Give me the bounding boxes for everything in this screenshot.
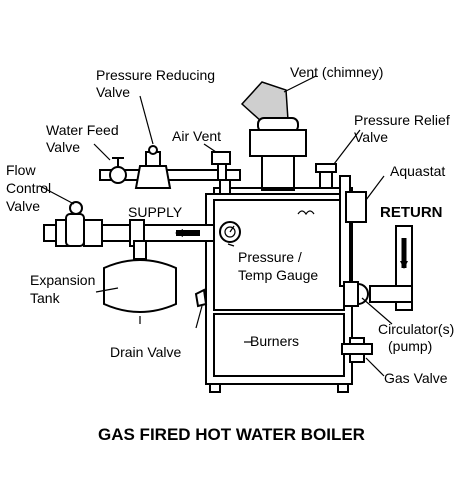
- leader-lines: [39, 75, 393, 377]
- label-expansion-tank-2: Tank: [30, 290, 61, 306]
- label-pressure-temp-gauge-1: Pressure /: [238, 249, 302, 265]
- chimney-vent: [240, 81, 307, 191]
- boiler-cabinet: [205, 187, 353, 393]
- label-supply: SUPPLY: [128, 204, 183, 220]
- expansion-tank: [103, 259, 177, 324]
- label-flow-control-valve-3: Valve: [6, 198, 40, 214]
- label-gas-valve: Gas Valve: [384, 370, 448, 386]
- label-pressure-relief-valve-2: Valve: [354, 129, 388, 145]
- labels: Pressure Reducing Valve Vent (chimney) W…: [6, 64, 454, 444]
- label-pressure-relief-valve-1: Pressure Relief: [354, 112, 450, 128]
- label-pressure-reducing-valve-1: Pressure Reducing: [96, 67, 215, 83]
- label-water-feed-valve-2: Valve: [46, 139, 80, 155]
- return-piping: [315, 163, 413, 363]
- label-drain-valve: Drain Valve: [110, 344, 182, 360]
- drain-valve: [194, 288, 208, 308]
- label-circulator-2: (pump): [388, 338, 432, 354]
- label-pressure-temp-gauge-2: Temp Gauge: [238, 267, 318, 283]
- label-burners: Burners: [250, 333, 299, 349]
- label-water-feed-valve-1: Water Feed: [46, 122, 119, 138]
- label-expansion-tank-1: Expansion: [30, 272, 95, 288]
- supply-piping: [43, 201, 215, 260]
- diagram-title: GAS FIRED HOT WATER BOILER: [98, 425, 365, 444]
- pressure-temp-gauge: [219, 221, 241, 243]
- label-flow-control-valve-2: Control: [6, 180, 51, 196]
- label-return: RETURN: [380, 204, 443, 221]
- label-flow-control-valve-1: Flow: [6, 162, 36, 178]
- label-air-vent: Air Vent: [172, 128, 221, 144]
- label-vent-chimney: Vent (chimney): [290, 64, 383, 80]
- label-aquastat: Aquastat: [390, 163, 445, 179]
- feed-line: [99, 145, 241, 195]
- label-pressure-reducing-valve-2: Valve: [96, 84, 130, 100]
- label-circulator-1: Circulator(s): [378, 321, 454, 337]
